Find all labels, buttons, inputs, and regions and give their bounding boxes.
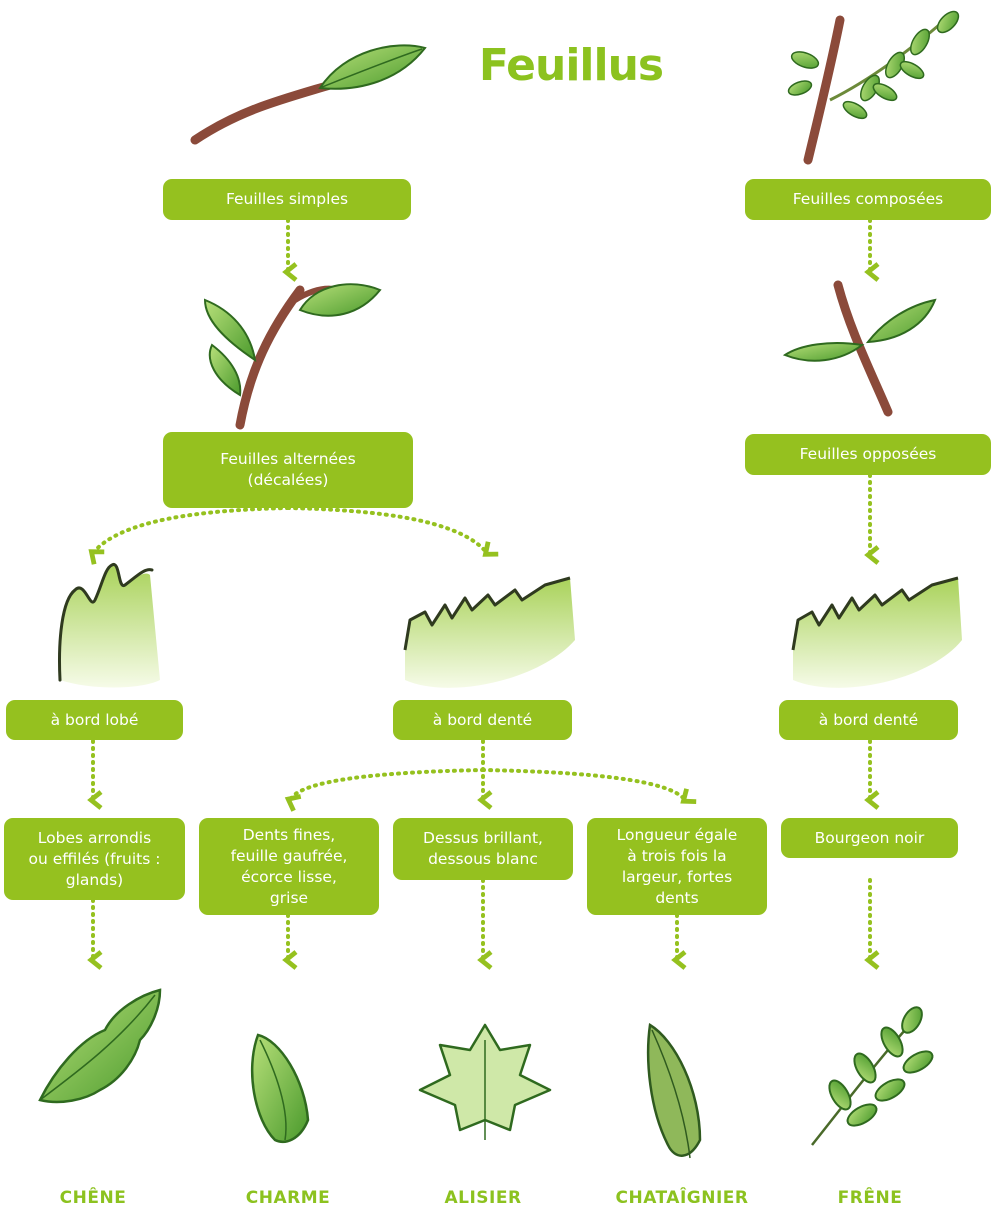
compound-leaf-twig-illustration bbox=[787, 8, 962, 160]
node-lobes-arrondis-line-2: ou effilés (fruits : bbox=[29, 849, 161, 870]
node-feuilles-simples: Feuilles simples bbox=[163, 179, 411, 220]
node-feuilles-composees-label: Feuilles composées bbox=[793, 189, 944, 210]
node-lobes-arrondis-line-1: Lobes arrondis bbox=[38, 828, 151, 849]
oak-leaf-icon bbox=[40, 990, 160, 1102]
node-feuilles-alternees-line-2: (décalées) bbox=[248, 470, 329, 491]
opposite-leaves-twig-illustration bbox=[785, 285, 935, 412]
node-feuilles-alternees-line-1: Feuilles alternées bbox=[220, 449, 355, 470]
toothed-edge-illustration-right bbox=[793, 578, 962, 688]
page-title: Feuillus bbox=[476, 40, 666, 100]
service-tree-leaf-icon bbox=[420, 1025, 550, 1140]
simple-leaf-twig-illustration bbox=[195, 45, 425, 140]
node-dents-fines: Dents fines, feuille gaufrée, écorce lis… bbox=[199, 818, 379, 915]
node-bord-lobe-label: à bord lobé bbox=[51, 710, 139, 731]
species-chataignier: CHATAÎGNIER bbox=[607, 1188, 757, 1208]
node-lobes-arrondis-line-3: glands) bbox=[66, 870, 123, 891]
node-bord-dente-right-label: à bord denté bbox=[819, 710, 918, 731]
node-feuilles-simples-label: Feuilles simples bbox=[226, 189, 348, 210]
node-longueur-egale-line-3: largeur, fortes bbox=[622, 867, 732, 888]
species-frene: FRÊNE bbox=[800, 1188, 940, 1208]
node-bord-lobe: à bord lobé bbox=[6, 700, 183, 740]
alternate-leaves-twig-illustration bbox=[205, 284, 380, 425]
hornbeam-leaf-icon bbox=[252, 1035, 308, 1142]
node-dents-fines-line-4: grise bbox=[270, 888, 308, 909]
node-feuilles-composees: Feuilles composées bbox=[745, 179, 991, 220]
node-dessus-brillant: Dessus brillant, dessous blanc bbox=[393, 818, 573, 880]
toothed-edge-illustration bbox=[405, 578, 575, 688]
node-lobes-arrondis: Lobes arrondis ou effilés (fruits : glan… bbox=[4, 818, 185, 900]
node-feuilles-opposees: Feuilles opposées bbox=[745, 434, 991, 475]
node-bourgeon-noir: Bourgeon noir bbox=[781, 818, 958, 858]
species-alisier: ALISIER bbox=[413, 1188, 553, 1208]
node-longueur-egale-line-4: dents bbox=[655, 888, 698, 909]
node-feuilles-opposees-label: Feuilles opposées bbox=[800, 444, 937, 465]
ash-leaf-icon bbox=[812, 1004, 936, 1145]
node-longueur-egale-line-1: Longueur égale bbox=[617, 825, 738, 846]
node-dents-fines-line-1: Dents fines, bbox=[243, 825, 336, 846]
node-dessus-brillant-line-1: Dessus brillant, bbox=[423, 828, 543, 849]
node-bord-dente-center: à bord denté bbox=[393, 700, 572, 740]
chestnut-leaf-icon bbox=[648, 1025, 700, 1158]
node-longueur-egale: Longueur égale à trois fois la largeur, … bbox=[587, 818, 767, 915]
node-dents-fines-line-2: feuille gaufrée, bbox=[231, 846, 348, 867]
node-bord-dente-center-label: à bord denté bbox=[433, 710, 532, 731]
node-dents-fines-line-3: écorce lisse, bbox=[241, 867, 337, 888]
node-longueur-egale-line-2: à trois fois la bbox=[627, 846, 726, 867]
node-bord-dente-right: à bord denté bbox=[779, 700, 958, 740]
lobed-edge-illustration bbox=[60, 564, 160, 687]
node-bourgeon-noir-label: Bourgeon noir bbox=[815, 828, 925, 849]
node-feuilles-alternees: Feuilles alternées (décalées) bbox=[163, 432, 413, 508]
species-chene: CHÊNE bbox=[23, 1188, 163, 1208]
species-charme: CHARME bbox=[218, 1188, 358, 1208]
node-dessus-brillant-line-2: dessous blanc bbox=[428, 849, 538, 870]
